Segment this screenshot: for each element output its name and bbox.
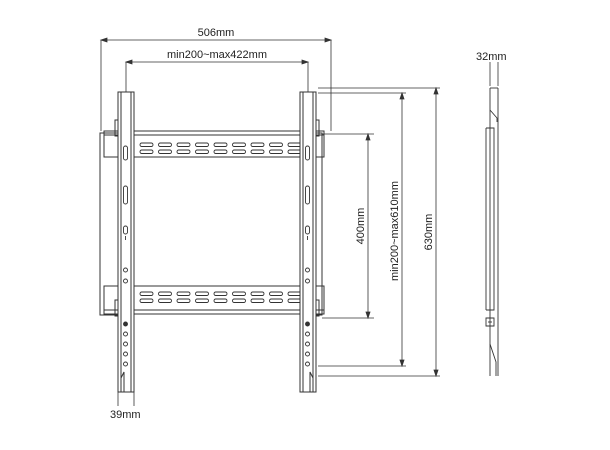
crossbar-slot <box>269 149 283 154</box>
arm-hole <box>305 278 310 284</box>
crossbar-slot <box>269 142 283 147</box>
arm-hole <box>305 321 310 327</box>
arm-hole <box>123 267 128 273</box>
arm-hole <box>123 331 128 337</box>
arm-hole <box>123 321 128 327</box>
arm-hole <box>305 267 310 273</box>
arm-hole <box>305 361 310 367</box>
crossbar-slot <box>176 298 191 303</box>
crossbar-slot <box>287 298 302 303</box>
crossbar-slot <box>232 149 246 154</box>
vesa-height-label: 400mm <box>355 208 367 245</box>
arm-width-dimension <box>117 392 135 406</box>
bottom-crossbar <box>103 285 325 315</box>
crossbar-slot <box>139 142 154 147</box>
crossbar-slot <box>176 291 191 296</box>
crossbar-slot <box>139 298 154 303</box>
bottom-crossbar-slots <box>139 291 302 303</box>
overall-width-dimension <box>99 37 333 131</box>
crossbar-slot <box>158 142 172 147</box>
crossbar-slot <box>176 149 191 154</box>
vertical-range-dimension <box>318 91 406 368</box>
crossbar-slot <box>213 291 228 296</box>
crossbar-slot <box>269 298 283 303</box>
crossbar-slot <box>139 291 154 296</box>
crossbar-slot <box>213 149 228 154</box>
crossbar-slot <box>287 149 302 154</box>
top-crossbar-slots <box>139 142 302 154</box>
right-arm-holes <box>305 267 310 367</box>
overall-height-label: 630mm <box>423 214 435 251</box>
arm-hole <box>123 278 128 284</box>
left-vertical-arm <box>99 91 135 393</box>
crossbar-slot <box>287 142 302 147</box>
crossbar-slot <box>250 149 265 154</box>
vertical-range-label: min200~max610mm <box>389 181 401 281</box>
crossbar-slot <box>176 142 191 147</box>
crossbar-slot <box>287 291 302 296</box>
crossbar-slot <box>158 149 172 154</box>
crossbar-slot <box>269 291 283 296</box>
left-arm-holes <box>123 267 128 367</box>
right-arm-slots <box>305 145 310 240</box>
arm-hole <box>123 341 128 347</box>
crossbar-slot <box>250 142 265 147</box>
crossbar-slot <box>232 291 246 296</box>
side-profile-view <box>485 87 499 376</box>
arm-hole <box>305 331 310 337</box>
arm-hole <box>305 341 310 347</box>
crossbar-slot <box>195 142 209 147</box>
right-vertical-arm <box>299 91 323 393</box>
crossbar-slot <box>250 298 265 303</box>
crossbar-slot <box>250 291 265 296</box>
arm-hole <box>123 351 128 357</box>
crossbar-slot <box>158 291 172 296</box>
profile-depth-dimension <box>489 62 499 86</box>
arm-hole <box>123 361 128 367</box>
crossbar-slot <box>195 298 209 303</box>
arm-width-label: 39mm <box>110 409 141 421</box>
overall-width-label: 506mm <box>198 27 235 39</box>
crossbar-slot <box>232 142 246 147</box>
crossbar-slot <box>195 149 209 154</box>
crossbar-slot <box>158 298 172 303</box>
crossbar-slot <box>139 149 154 154</box>
crossbar-slot <box>232 298 246 303</box>
arm-hole <box>305 351 310 357</box>
profile-depth-label: 32mm <box>476 51 507 63</box>
overall-height-dimension <box>318 86 440 378</box>
rail-spacing-label: min200~max422mm <box>167 49 267 61</box>
rail-spacing-dimension <box>124 59 310 92</box>
crossbar-slot <box>195 291 209 296</box>
vesa-height-dimension <box>322 132 374 320</box>
crossbar-slot <box>213 142 228 147</box>
crossbar-slot <box>213 298 228 303</box>
left-arm-slots <box>123 145 128 240</box>
